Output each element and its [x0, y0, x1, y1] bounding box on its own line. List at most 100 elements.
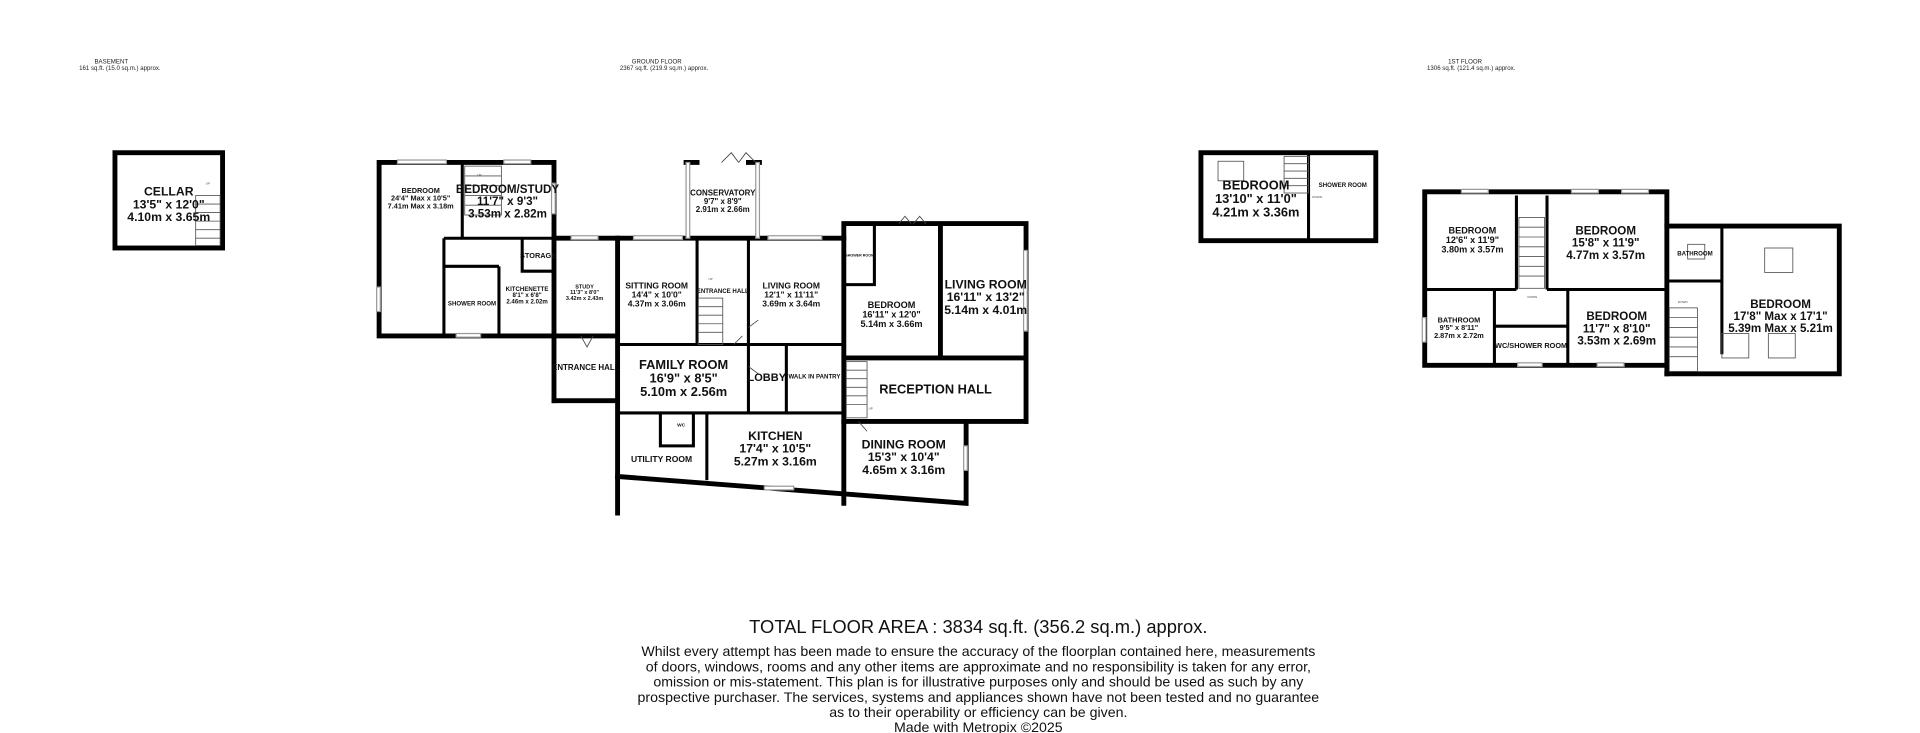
room-size-metric: 2.91m x 2.66m: [696, 205, 750, 214]
room-name: LIVING ROOM: [762, 280, 819, 290]
room-size-imperial: 14'4" x 10'0": [632, 289, 682, 299]
disclaimer-line: prospective purchaser. The services, sys…: [638, 690, 1320, 706]
room-name: LIVING ROOM: [945, 277, 1027, 291]
room-size-imperial: 17'4" x 10'5": [739, 442, 811, 456]
room-size-imperial: 13'5" x 12'0": [133, 197, 205, 211]
disclaimer-line: omission or mis-statement. This plan is …: [653, 675, 1304, 691]
room-label: WC/SHOWER ROOM: [1495, 341, 1567, 350]
room-size-metric: 4.10m x 3.65m: [127, 210, 210, 224]
room-size-imperial: 12'1" x 11'11": [764, 289, 818, 299]
room-size-metric: 4.37m x 3.06m: [628, 298, 686, 308]
room-name: BATHROOM: [1438, 316, 1481, 325]
room-name: BEDROOM/STUDY: [456, 183, 560, 196]
room-size-metric: 3.53m x 2.82m: [468, 207, 547, 220]
footer: TOTAL FLOOR AREA : 3834 sq.ft. (356.2 sq…: [638, 616, 1320, 733]
room-size-metric: 2.87m x 2.72m: [1434, 331, 1484, 340]
room-size-metric: 5.39m Max x 5.21m: [1728, 322, 1833, 335]
room-size-metric: 2.46m x 2.02m: [506, 299, 548, 306]
floor-area: 1306 sq.ft. (121.4 sq.m.) approx.: [1427, 65, 1516, 72]
room-size-metric: 5.14m x 4.01m: [944, 303, 1027, 317]
room-size-imperial: 11'7" x 8'10": [1583, 322, 1651, 335]
stair-direction-label: UP: [477, 173, 481, 177]
room-label: SHOWER ROOM: [845, 254, 874, 258]
credit: Made with Metropix ©2025: [894, 720, 1063, 733]
floor-name: 1ST FLOOR: [1448, 59, 1482, 66]
room-name: BEDROOM: [1586, 310, 1647, 323]
ground-floor-plan: [376, 152, 1029, 516]
floor-name: GROUND FLOOR: [632, 59, 683, 66]
room-size-imperial: 15'3" x 10'4": [868, 450, 940, 464]
room-size-imperial: 24'4" Max x 10'5": [391, 194, 450, 203]
room-name: SHOWER ROOM: [1319, 182, 1367, 189]
room-size-imperial: 16'11" x 12'0": [862, 309, 920, 319]
room-name: CELLAR: [144, 184, 194, 198]
room-name: LOBBY: [748, 372, 787, 384]
room-name: CONSERVATORY: [690, 188, 756, 197]
room-size-metric: 4.65m x 3.16m: [862, 463, 945, 477]
room-label: BATHROOM: [1677, 250, 1713, 257]
disclaimer-line: as to their operability or efficiency ca…: [829, 705, 1127, 721]
room-name: DINING ROOM: [862, 437, 946, 451]
room-name: KITCHEN: [748, 429, 802, 443]
room-size-metric: 3.53m x 2.69m: [1577, 334, 1656, 347]
room-name: SHOWER ROOM: [845, 254, 874, 258]
stair-direction-label: UP: [206, 181, 210, 185]
room-label: SHOWER ROOM: [1319, 182, 1367, 189]
room-name: BEDROOM: [1750, 298, 1811, 311]
room-size-metric: 4.77m x 3.57m: [1566, 249, 1645, 262]
room-name: STUDY: [575, 284, 594, 290]
room-size-metric: 5.14m x 3.66m: [860, 319, 922, 329]
room-size-imperial: 15'8" x 11'9": [1572, 237, 1640, 250]
stair-direction-label: DOWN: [1528, 295, 1538, 299]
room-name: SHOWER ROOM: [448, 300, 496, 307]
room-label: RECEPTION HALL: [879, 381, 992, 396]
room-size-imperial: 12'6" x 11'9": [1446, 235, 1499, 245]
stair-direction-label: DOWN: [1678, 300, 1688, 304]
stair-direction-label: UP: [708, 277, 712, 281]
disclaimer-line: of doors, windows, rooms and any other i…: [646, 659, 1311, 675]
floor-heading-basement: BASEMENT 161 sq.ft. (15.0 sq.m.) approx.: [79, 59, 161, 73]
room-name: WALK IN PANTRY: [788, 374, 840, 381]
room-label: ENTRANCE HALL: [552, 363, 620, 372]
floor-name: BASEMENT: [94, 59, 128, 66]
room-name: BEDROOM: [1222, 177, 1289, 192]
room-size-imperial: 16'11" x 13'2": [947, 290, 1025, 304]
room-size-imperial: 11'7" x 9'3": [477, 195, 538, 208]
room-label: WC: [677, 422, 686, 428]
room-size-metric: 3.42m x 2.43m: [566, 296, 603, 302]
disclaimer-line: Whilst every attempt has been made to en…: [641, 644, 1315, 660]
room-size-metric: 7.41m Max x 3.18m: [388, 201, 455, 210]
room-size-metric: 4.21m x 3.36m: [1212, 204, 1299, 219]
room-label: WALK IN PANTRY: [788, 374, 840, 381]
room-name: BEDROOM: [1575, 225, 1636, 238]
room-label: UTILITY ROOM: [631, 454, 692, 464]
total-floor-area: TOTAL FLOOR AREA : 3834 sq.ft. (356.2 sq…: [749, 616, 1207, 637]
room-name: STORAGE: [520, 251, 556, 260]
room-name: ENTRANCE HALL: [552, 363, 620, 372]
room-label: LOBBY: [748, 372, 787, 384]
basement-plan: [112, 150, 226, 251]
room-size-imperial: 17'8" Max x 17'1": [1734, 310, 1828, 323]
room-size-imperial: 9'5" x 8'11": [1440, 323, 1479, 332]
room-name: WC/SHOWER ROOM: [1495, 341, 1567, 350]
floor-area: 2367 sq.ft. (219.9 sq.m.) approx.: [620, 65, 709, 72]
